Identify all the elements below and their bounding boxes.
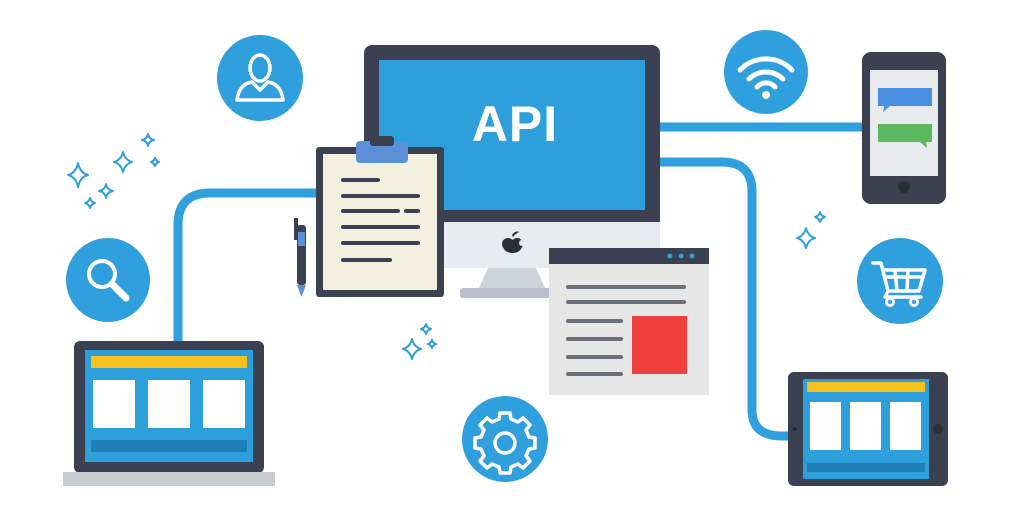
wifi-icon (724, 30, 808, 114)
gear-icon (462, 396, 548, 482)
cart-icon (857, 238, 943, 324)
connector-tablet (645, 157, 800, 441)
apple-logo-icon (502, 231, 525, 253)
tablet (788, 372, 948, 486)
connector-laptop (173, 188, 330, 350)
laptop (63, 341, 275, 486)
sparkle-icon (67, 133, 826, 360)
clipboard (316, 136, 444, 297)
search-icon (66, 238, 150, 322)
connector-lines (173, 122, 867, 441)
browser-window (549, 248, 709, 395)
smartphone (862, 52, 946, 204)
api-label: API (471, 96, 559, 152)
pen-icon (294, 218, 306, 297)
user-icon (217, 35, 303, 121)
